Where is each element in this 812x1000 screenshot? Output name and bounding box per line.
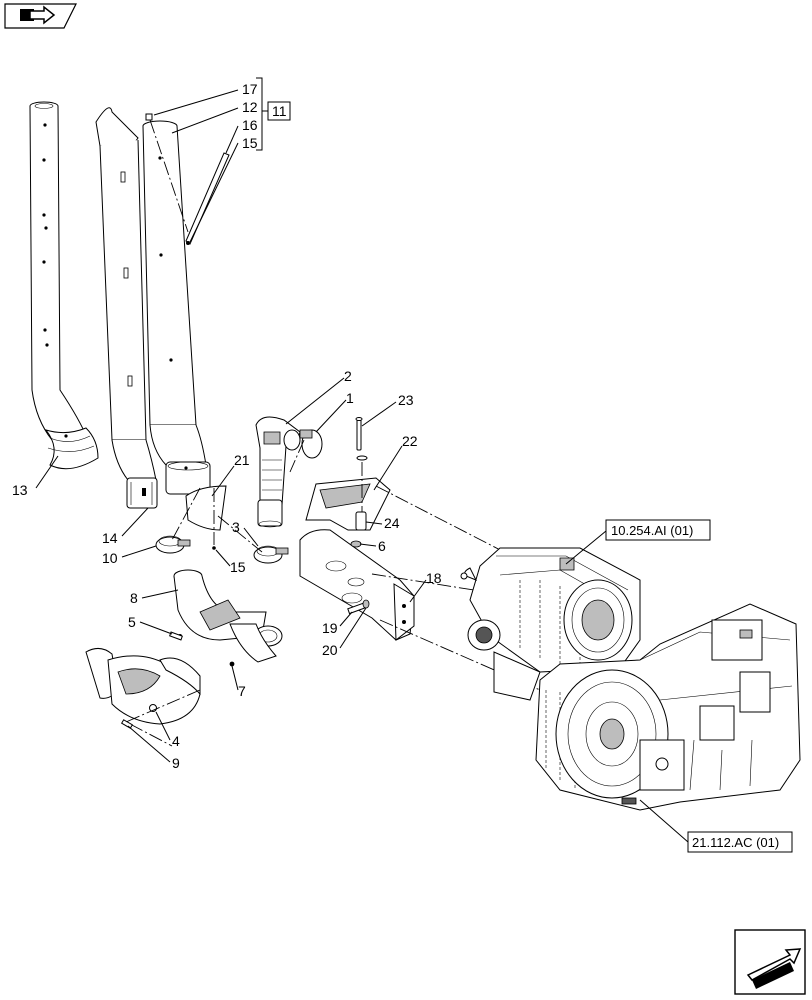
transmission-assembly [535, 603, 801, 811]
callout-22: 22 [402, 433, 418, 449]
callout-17: 17 [242, 81, 258, 97]
engine-assembly [460, 547, 641, 701]
clamp-10 [155, 535, 191, 554]
callout-14: 14 [102, 530, 118, 546]
callout-5: 5 [128, 614, 136, 630]
callout-6: 6 [378, 538, 386, 554]
ref-engine-label: 10.254.AI (01) [611, 523, 693, 538]
callout-13: 13 [12, 482, 28, 498]
callout-7: 7 [238, 683, 246, 699]
bolt-23 [355, 417, 368, 461]
callout-24: 24 [384, 515, 400, 531]
callout-16: 16 [242, 117, 258, 133]
mounting-plate-18 [299, 529, 415, 641]
exhaust-pipe-14 [95, 107, 158, 509]
ref-box-engine[interactable]: 10.254.AI (01) [605, 519, 711, 541]
clamp-1 [299, 429, 323, 459]
callout-10: 10 [102, 550, 118, 566]
callout-8: 8 [130, 590, 138, 606]
callout-21: 21 [234, 452, 250, 468]
callout-2: 2 [344, 368, 352, 384]
folder-nav-button[interactable] [4, 3, 77, 29]
elbow-pipe-8 [173, 569, 283, 667]
callout-12: 12 [242, 99, 258, 115]
spacer-24 [355, 462, 367, 531]
fitting-17 [145, 113, 189, 233]
ref-transmission-label: 21.112.AC (01) [692, 835, 779, 850]
ref-box-transmission[interactable]: 21.112.AC (01) [687, 831, 793, 853]
gasket-21 [185, 485, 227, 550]
callout-18: 18 [426, 570, 442, 586]
exhaust-pipe-12 [142, 120, 211, 495]
bolt-19-20 [347, 599, 370, 615]
bolt-5 [169, 631, 183, 641]
next-page-button[interactable] [734, 929, 806, 995]
next-page-arrow-icon [746, 948, 802, 989]
assembly-lines [125, 439, 541, 723]
support-rod-16 [185, 152, 230, 245]
callout-20: 20 [322, 642, 338, 658]
heat-shield-4 [85, 648, 201, 747]
exhaust-pipe-13 [29, 101, 99, 470]
callout-11: 11 [272, 103, 287, 119]
folder-arrow-icon [20, 5, 56, 25]
leader-lines [35, 77, 689, 843]
bolt-9 [120, 719, 134, 729]
callout-15-bottom: 15 [230, 559, 246, 575]
callout-15-top: 15 [242, 135, 258, 151]
callout-1: 1 [346, 390, 354, 406]
callout-23: 23 [398, 392, 414, 408]
callout-9: 9 [172, 755, 180, 771]
callout-3: 3 [232, 519, 240, 535]
callout-labels: 17 12 16 15 11 13 14 10 21 15 3 2 1 23 2… [12, 81, 442, 771]
flex-hose-2 [255, 416, 301, 528]
heat-plate-22 [305, 477, 391, 531]
callout-19: 19 [322, 620, 338, 636]
callout-11-box: 11 [267, 101, 291, 121]
nut-6 [350, 540, 362, 548]
callout-4: 4 [172, 733, 180, 749]
clamp-3 [253, 545, 289, 564]
